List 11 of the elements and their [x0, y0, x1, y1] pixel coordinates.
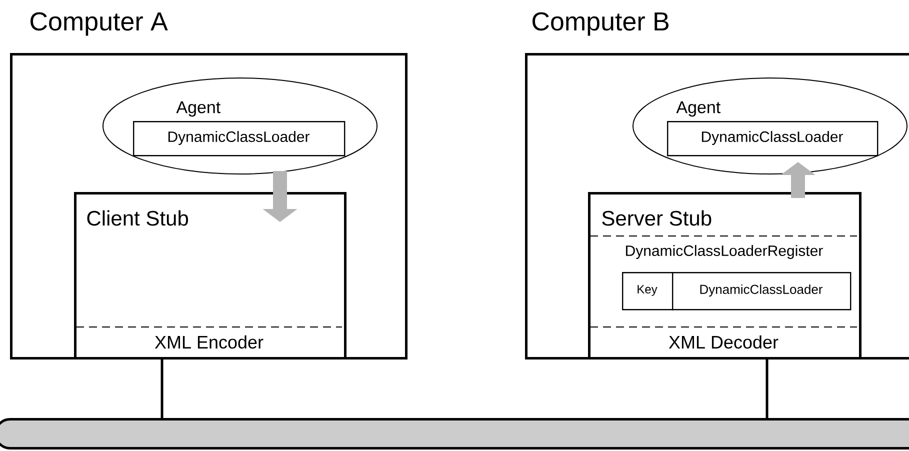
node-label: Computer A — [30, 12, 168, 36]
decoder-section: XML Decoder — [590, 326, 858, 349]
encoder-section: XML Encoder — [76, 326, 342, 349]
register-section: DynamicClassLoaderRegister — [590, 236, 858, 259]
class-loader-box: DynamicClassLoader — [667, 121, 878, 156]
network-bus — [0, 418, 909, 450]
key-cell: Key — [622, 272, 674, 310]
node-label: Computer B — [532, 12, 669, 36]
class-loader-box: DynamicClassLoader — [133, 121, 346, 156]
connector-line — [766, 357, 768, 418]
connector-line — [160, 357, 164, 418]
